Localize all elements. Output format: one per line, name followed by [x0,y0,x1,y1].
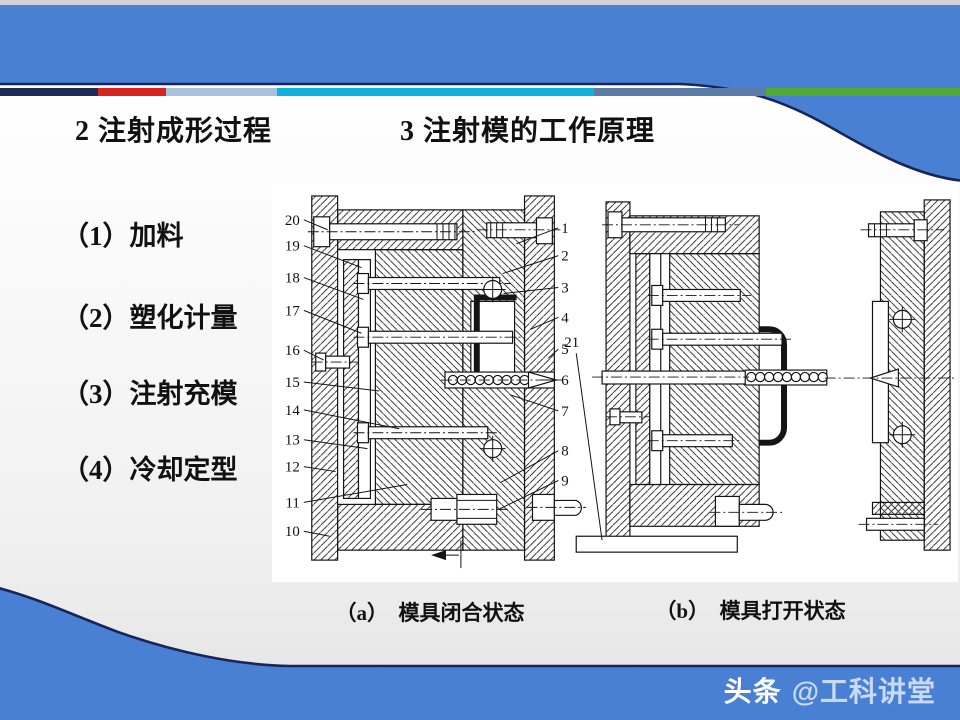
mold-diagram-figure: 20 19 18 17 16 15 14 13 12 11 10 1 2 3 4… [272,184,958,582]
part-label: 10 [285,524,300,540]
channel-mark [889,306,916,333]
part-label: 6 [561,373,569,389]
step-injection: （3）注射充模 [62,379,238,409]
part-label: 4 [561,310,569,326]
part-label: 16 [285,343,300,359]
part-label: 2 [561,249,568,265]
part-label: 8 [561,444,568,460]
bar-segment-green [766,88,960,96]
part-label: 5 [561,342,568,358]
channel-mark [479,435,506,462]
part-label: 14 [285,403,300,419]
section-title-mold-principle: 3 注射模的工作原理 [400,116,656,147]
caption-mold-open: （b） 模具打开状态 [655,599,846,623]
watermark: 头条 @工科讲堂 [724,670,936,710]
step-cooling: （4）冷却定型 [62,455,238,485]
part-label: 3 [561,280,568,296]
top-highlight-strip [0,0,960,5]
bar-segment-red [98,88,166,96]
part-label: 15 [285,375,300,391]
open-direction-arrow-icon [431,540,462,569]
section-title-injection-process: 2 注射成形过程 [75,116,273,147]
accent-color-bar [0,88,960,96]
part-label: 18 [285,271,300,287]
step-feeding: （1）加料 [62,221,184,251]
part-label: 9 [561,473,568,489]
part-label: 13 [285,433,300,449]
step-plasticizing: （2）塑化计量 [62,303,238,333]
bar-segment-slate [594,88,766,96]
caption-mold-closed: （a） 模具闭合状态 [335,601,525,625]
channel-mark [889,421,916,448]
channel-mark [479,276,506,303]
sprue-coil-open [746,371,828,383]
mold-diagram-open: 21 [564,199,957,553]
bottom-edge-line [0,587,960,668]
part-number-labels-right: 1 2 3 4 5 6 7 8 9 [561,221,569,490]
part-label: 1 [561,221,568,237]
part-label: 20 [285,213,300,229]
bar-segment-cyan [277,88,594,96]
part-number-labels-left: 20 19 18 17 16 15 14 13 12 11 10 [285,213,300,540]
part-label: 12 [285,460,300,476]
bar-segment-navy [0,88,98,96]
part-label: 7 [561,404,569,420]
toutiao-logo: 头条 [723,676,782,707]
bar-segment-lightblue [166,88,277,96]
part-label: 21 [564,335,579,351]
part-label: 19 [285,239,300,255]
mold-diagram-closed: 20 19 18 17 16 15 14 13 12 11 10 1 2 3 4… [285,195,587,569]
part-label: 17 [285,303,300,319]
part-label: 11 [285,495,299,511]
watermark-handle: @工科讲堂 [791,676,936,707]
